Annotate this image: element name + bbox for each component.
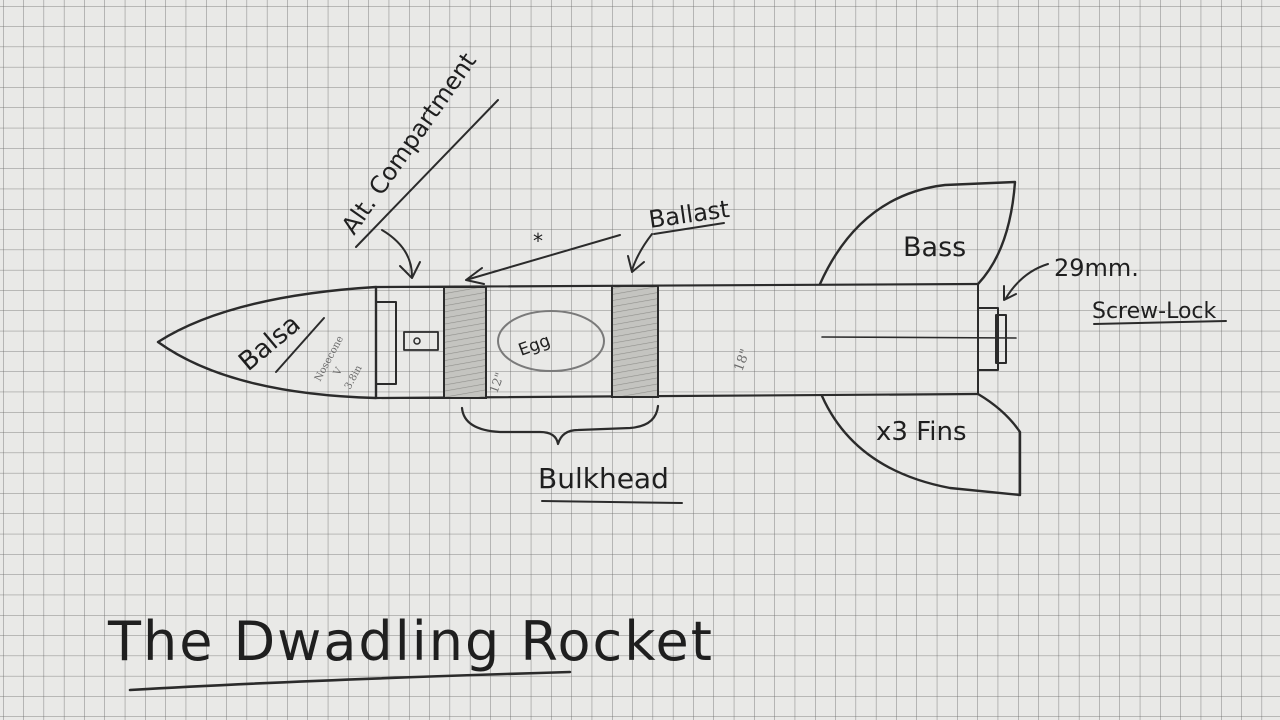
ballast-arrow-left xyxy=(465,234,621,285)
bulkhead-brace xyxy=(460,404,660,446)
fins-label: x3 Fins xyxy=(876,417,967,447)
front-bulkhead xyxy=(443,286,487,399)
retainer-cap xyxy=(995,314,1007,364)
motor-retainer xyxy=(977,307,999,371)
alt-compartment-arrow xyxy=(381,229,421,279)
screw-lock-label: Screw-Lock xyxy=(1092,299,1217,324)
eye-bolt xyxy=(403,331,439,351)
balsa-underline xyxy=(275,317,325,373)
asterisk-mark: * xyxy=(533,229,543,253)
upper-fin xyxy=(818,180,1017,286)
diagram-title: The Dwadling Rocket xyxy=(107,610,714,673)
motor-size-label: 29mm. xyxy=(1054,254,1139,282)
motor-tube-line xyxy=(821,336,1017,339)
length-18-label: 18" xyxy=(732,347,754,373)
ballast-arrow-right xyxy=(627,233,653,273)
eye-bolt-hole xyxy=(413,337,421,345)
screw-lock-underline xyxy=(1093,320,1227,325)
ballast-underline xyxy=(653,222,725,235)
bass-label: Bass xyxy=(903,232,966,263)
egg xyxy=(497,310,605,372)
alt-compartment-underline xyxy=(355,99,499,248)
motor-size-arrow xyxy=(1003,263,1049,301)
bulkhead-label: Bulkhead xyxy=(538,462,669,495)
length-12-label: 12" xyxy=(487,371,507,395)
bulkhead-underline xyxy=(541,500,683,504)
lower-fin xyxy=(820,392,1022,497)
title-underline xyxy=(128,670,572,692)
rear-bulkhead xyxy=(611,285,659,398)
